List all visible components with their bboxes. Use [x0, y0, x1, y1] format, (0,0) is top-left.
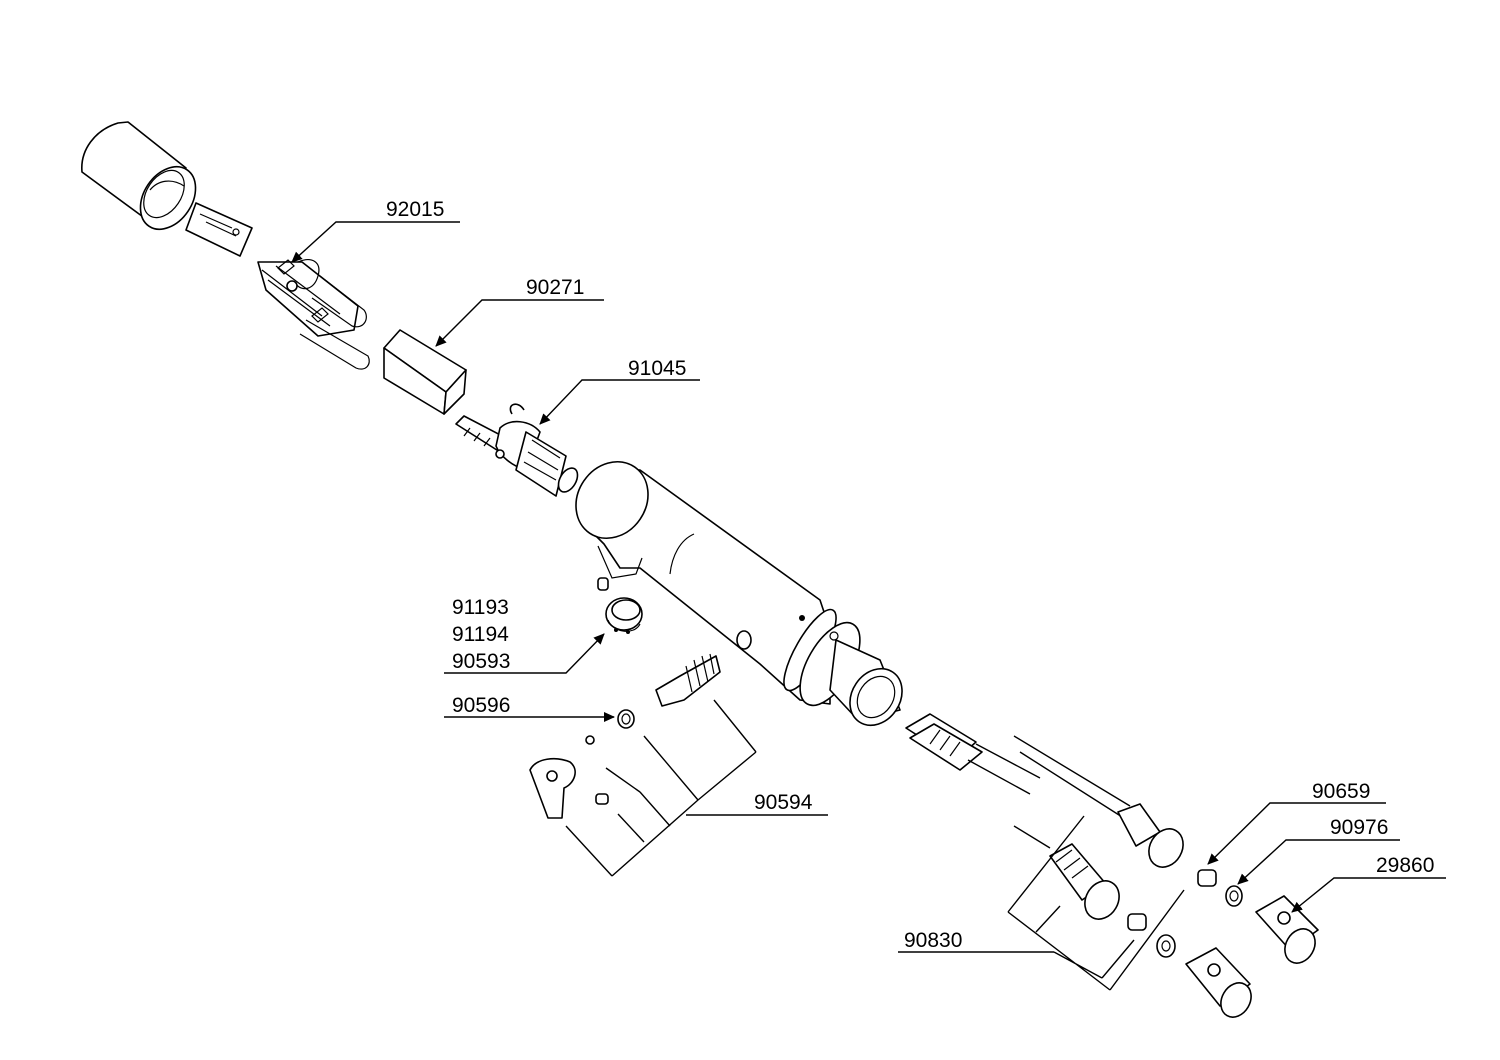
- spindle-part: [655, 653, 721, 707]
- label-92015: 92015: [386, 198, 444, 221]
- label-90596: 90596: [452, 694, 510, 717]
- valve-body-part: [575, 460, 903, 727]
- lever-part: [529, 735, 609, 819]
- label-90659: 90659: [1312, 780, 1370, 803]
- fittings-part: [1127, 869, 1319, 1018]
- end-cap-part: [81, 121, 197, 231]
- hose-assembly-part: [905, 713, 1184, 920]
- clip-insert-part: [185, 202, 253, 257]
- label-29860: 29860: [1376, 854, 1434, 877]
- o-ring-part: [617, 709, 635, 729]
- label-90593: 90593: [452, 650, 510, 673]
- cartridge-part: [455, 403, 579, 497]
- part-labels: 92015 90271 91045 91193 91194 90593 9059…: [386, 198, 1434, 952]
- cap-assembly-part: [597, 577, 643, 634]
- label-90976: 90976: [1330, 816, 1388, 839]
- label-91193: 91193: [452, 596, 509, 619]
- insulation-block-part: [383, 329, 467, 415]
- leader-lines: [291, 221, 1446, 991]
- label-90830: 90830: [904, 929, 962, 952]
- label-90271: 90271: [526, 276, 584, 299]
- label-90594: 90594: [754, 791, 813, 814]
- label-91045: 91045: [628, 357, 686, 380]
- thermostat-element-part: [257, 259, 370, 370]
- label-91194: 91194: [452, 623, 509, 646]
